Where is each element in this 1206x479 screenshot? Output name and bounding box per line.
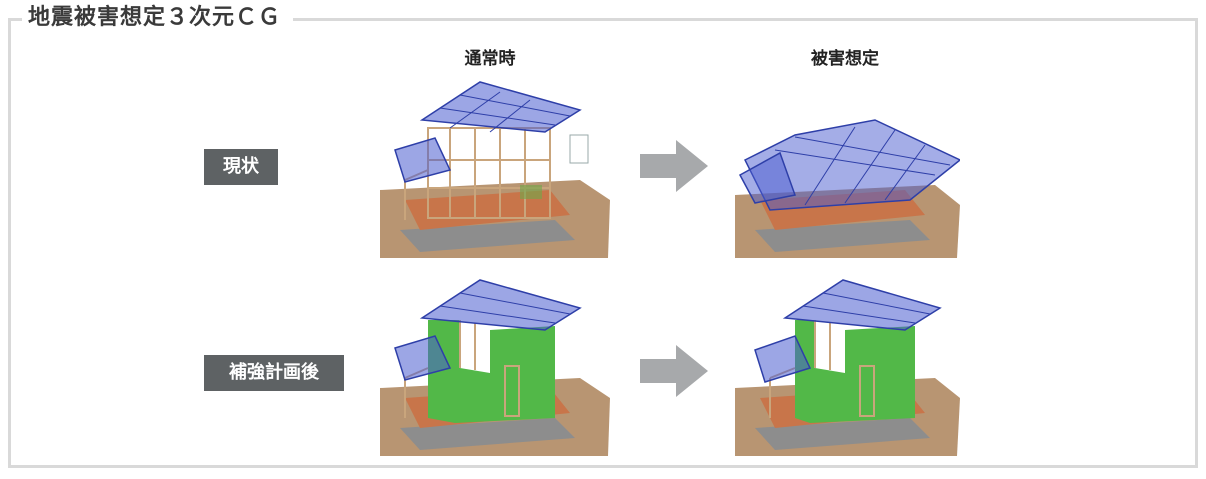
arrow-right-icon	[640, 345, 708, 397]
row-label-reinforced: 補強計画後	[204, 355, 344, 391]
house-reinforced-normal	[380, 279, 610, 456]
figure-frame	[8, 18, 1198, 468]
arrow-right-icon	[640, 140, 708, 192]
figure-title: 地震被害想定３次元ＣＧ	[22, 2, 294, 34]
house-reinforced-damage	[735, 279, 960, 456]
house-current-damage	[735, 119, 960, 258]
row-label-current: 現状	[204, 149, 278, 185]
column-header-normal: 通常時	[464, 49, 516, 69]
column-header-damage: 被害想定	[811, 49, 879, 69]
house-current-normal	[380, 81, 610, 258]
